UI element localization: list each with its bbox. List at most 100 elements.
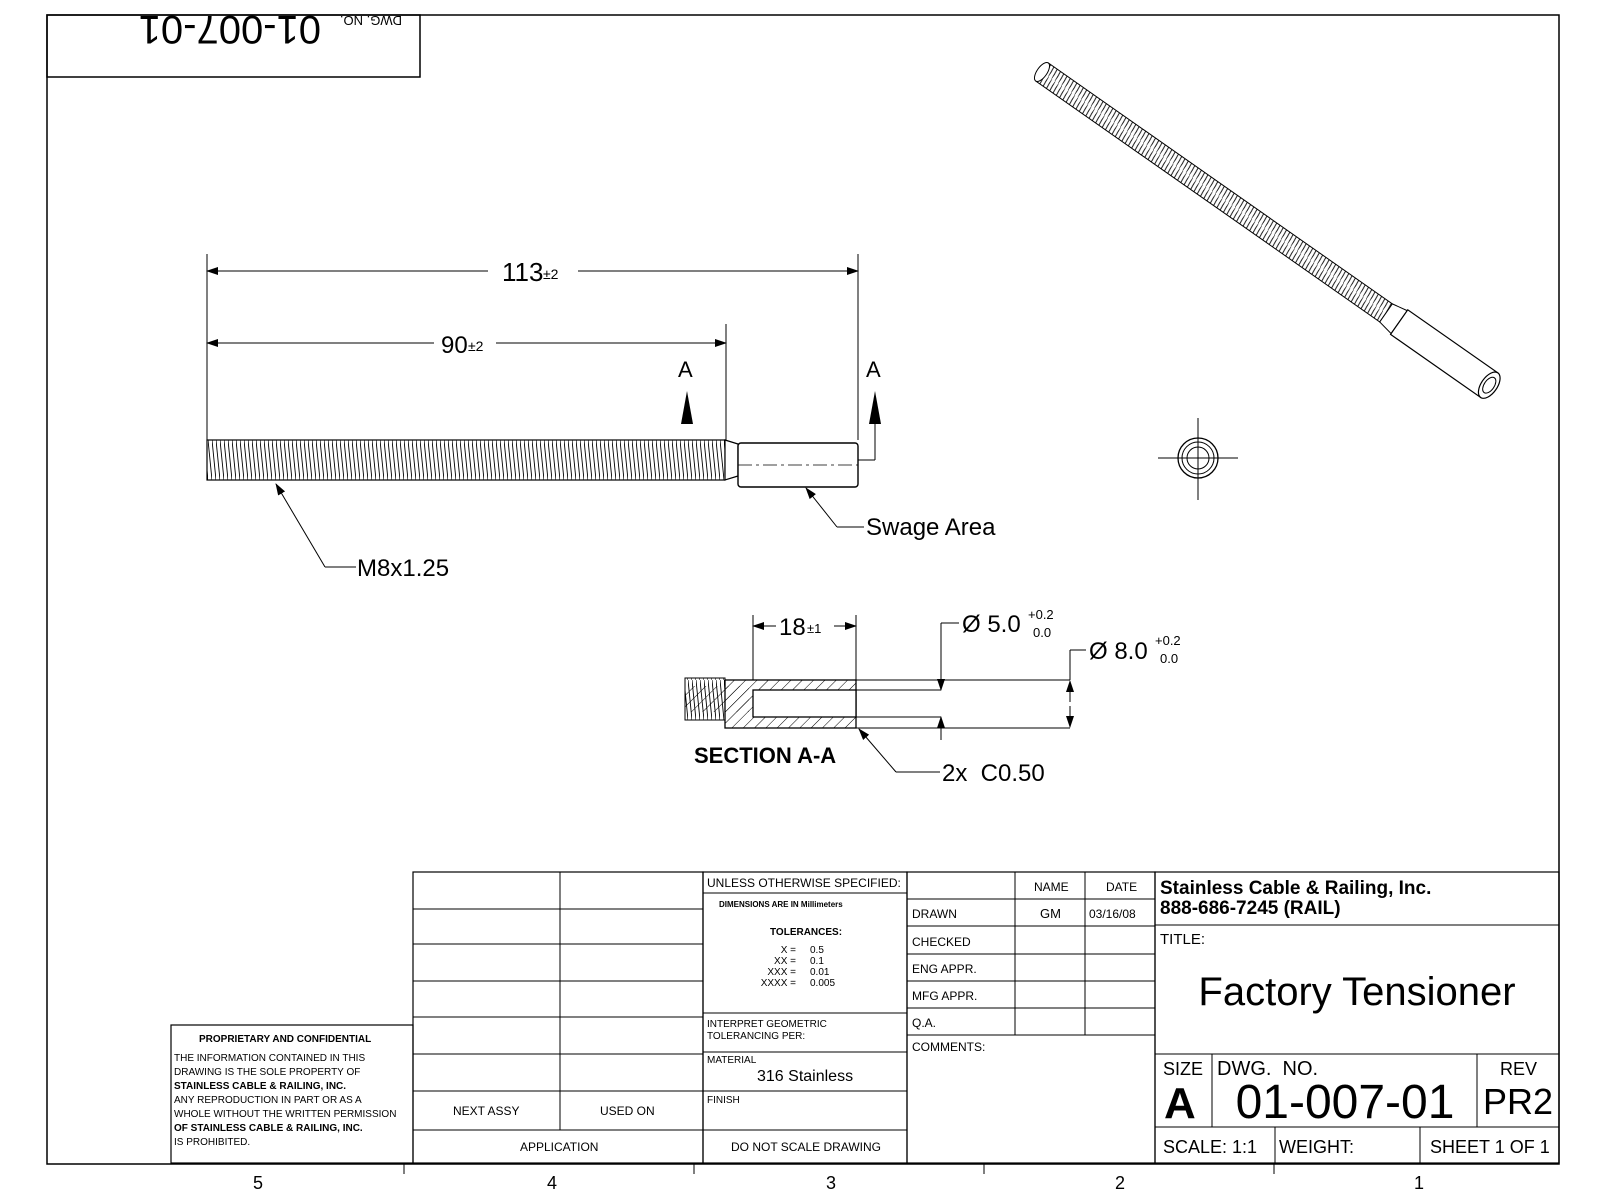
- dwg-no-label: DWG. NO.: [1217, 1058, 1318, 1080]
- dim-outer-tol-lower: 0.0: [1160, 651, 1178, 666]
- svg-text:DRAWN: DRAWN: [912, 907, 957, 921]
- size-value: A: [1164, 1079, 1196, 1128]
- svg-text:ENG APPR.: ENG APPR.: [912, 962, 977, 976]
- part-front-view: [206, 439, 859, 488]
- svg-text:03/16/08: 03/16/08: [1089, 907, 1136, 921]
- rev-label: REV: [1500, 1059, 1537, 1079]
- proprietary-line-2: DRAWING IS THE SOLE PROPERTY OF: [174, 1067, 360, 1078]
- chamfer-callout: 2x C0.50: [858, 728, 1045, 787]
- section-title: SECTION A-A: [694, 743, 836, 768]
- zone-4: 4: [547, 1173, 557, 1193]
- next-assy-label: NEXT ASSY: [453, 1104, 519, 1118]
- company-name: Stainless Cable & Railing, Inc.: [1160, 878, 1431, 899]
- do-not-scale: DO NOT SCALE DRAWING: [731, 1140, 881, 1154]
- comments-label: COMMENTS:: [912, 1040, 985, 1054]
- svg-text:0.01: 0.01: [810, 967, 830, 978]
- tolerances-label: TOLERANCES:: [770, 927, 842, 938]
- material-value: 316 Stainless: [757, 1068, 853, 1085]
- approval-row-qa: Q.A.: [912, 1016, 936, 1030]
- proprietary-notice: PROPRIETARY AND CONFIDENTIAL THE INFORMA…: [174, 1034, 396, 1148]
- geometric-tolerancing-2: TOLERANCING PER:: [707, 1031, 805, 1042]
- drawing-title: Factory Tensioner: [1198, 970, 1515, 1014]
- zone-2: 2: [1115, 1173, 1125, 1193]
- date-header: DATE: [1106, 880, 1137, 894]
- dwg-no-value: 01-007-01: [1236, 1076, 1455, 1129]
- svg-text:0.5: 0.5: [810, 945, 824, 956]
- svg-text:XX =: XX =: [774, 956, 796, 967]
- geometric-tolerancing-1: INTERPRET GEOMETRIC: [707, 1019, 827, 1030]
- dim-swage-value: 18: [779, 614, 806, 641]
- company-phone: 888-686-7245 (RAIL): [1160, 898, 1341, 919]
- dim-overall-length: 113 ±2: [206, 254, 859, 440]
- svg-text:0.005: 0.005: [810, 978, 835, 989]
- thread-callout: M8x1.25: [275, 483, 449, 582]
- thread-callout-text: M8x1.25: [357, 555, 449, 582]
- chamfer-callout-text: 2x C0.50: [942, 760, 1045, 787]
- svg-text:X =: X =: [781, 945, 796, 956]
- end-view: [1158, 418, 1238, 500]
- title-block: [170, 871, 1560, 1164]
- svg-text:XXX =: XXX =: [767, 967, 796, 978]
- approval-row-checked: CHECKED: [912, 935, 971, 949]
- rev-value: PR2: [1483, 1081, 1553, 1122]
- dim-thread-length: 90 ±2: [206, 324, 727, 440]
- dim-inner-value: Ø 5.0: [962, 611, 1021, 638]
- dimensions-note: DIMENSIONS ARE IN Millimeters: [719, 900, 843, 909]
- tolerance-table: X = 0.5 XX = 0.1 XXX = 0.01 XXXX = 0.005: [761, 945, 836, 989]
- title-label: TITLE:: [1160, 931, 1205, 948]
- dim-outer-value: Ø 8.0: [1089, 638, 1148, 665]
- dim-inner-tol-lower: 0.0: [1033, 625, 1051, 640]
- dim-overall-tol: ±2: [543, 266, 559, 282]
- dim-overall-value: 113: [502, 257, 543, 287]
- inverted-dwg-no-label: DWG. NO.: [340, 13, 402, 28]
- zone-1: 1: [1414, 1173, 1424, 1193]
- unless-specified: UNLESS OTHERWISE SPECIFIED:: [707, 876, 901, 890]
- zone-5: 5: [253, 1173, 263, 1193]
- sheet-border: [46, 14, 1560, 1165]
- svg-text:0.1: 0.1: [810, 956, 824, 967]
- application-label: APPLICATION: [520, 1140, 598, 1154]
- proprietary-line-7: IS PROHIBITED.: [174, 1137, 250, 1148]
- svg-text:MFG APPR.: MFG APPR.: [912, 989, 977, 1003]
- inverted-dwg-no: 01-007-01: [139, 7, 321, 51]
- svg-text:Q.A.: Q.A.: [912, 1016, 936, 1030]
- inverted-dwg-no-box: DWG. NO. 01-007-01: [46, 7, 421, 78]
- svg-text:GM: GM: [1040, 906, 1061, 921]
- dim-swage-tol: ±1: [807, 621, 821, 636]
- proprietary-line-5: WHOLE WITHOUT THE WRITTEN PERMISSION: [174, 1109, 396, 1120]
- proprietary-line-3: STAINLESS CABLE & RAILING, INC.: [174, 1081, 346, 1092]
- dim-thread-value: 90: [441, 332, 468, 359]
- approval-row-drawn: DRAWN GM 03/16/08: [912, 906, 1136, 921]
- scale-label: SCALE: 1:1: [1163, 1137, 1257, 1157]
- zone-3: 3: [826, 1173, 836, 1193]
- swage-callout-text: Swage Area: [866, 514, 996, 541]
- dim-outer-diameter: Ø 8.0 +0.2 0.0: [1066, 633, 1181, 728]
- proprietary-title: PROPRIETARY AND CONFIDENTIAL: [199, 1034, 371, 1045]
- approval-row-eng: ENG APPR.: [912, 962, 977, 976]
- proprietary-line-4: ANY REPRODUCTION IN PART OR AS A: [174, 1095, 362, 1106]
- approval-row-mfg: MFG APPR.: [912, 989, 977, 1003]
- swage-callout: Swage Area: [805, 487, 996, 541]
- proprietary-line-1: THE INFORMATION CONTAINED IN THIS: [174, 1053, 365, 1064]
- name-header: NAME: [1034, 880, 1069, 894]
- material-label: MATERIAL: [707, 1055, 757, 1066]
- proprietary-line-6: OF STAINLESS CABLE & RAILING, INC.: [174, 1123, 363, 1134]
- section-marker-right: A: [858, 357, 881, 461]
- weight-label: WEIGHT:: [1279, 1137, 1354, 1157]
- size-label: SIZE: [1163, 1059, 1203, 1079]
- dim-thread-tol: ±2: [468, 338, 484, 354]
- finish-label: FINISH: [707, 1095, 740, 1106]
- dim-inner-diameter: Ø 5.0 +0.2 0.0: [937, 607, 1054, 740]
- dim-swage-depth: 18 ±1: [752, 614, 857, 680]
- dim-outer-tol-upper: +0.2: [1155, 633, 1181, 648]
- section-view: SECTION A-A: [684, 677, 1070, 768]
- section-marker-left: A: [678, 357, 693, 424]
- sheet-label: SHEET 1 OF 1: [1430, 1137, 1550, 1157]
- zone-markers: 5 4 3 2 1: [253, 1164, 1424, 1193]
- svg-text:CHECKED: CHECKED: [912, 935, 971, 949]
- svg-text:A: A: [866, 357, 881, 382]
- used-on-label: USED ON: [600, 1104, 655, 1118]
- svg-text:A: A: [678, 357, 693, 382]
- svg-text:XXXX =: XXXX =: [761, 978, 796, 989]
